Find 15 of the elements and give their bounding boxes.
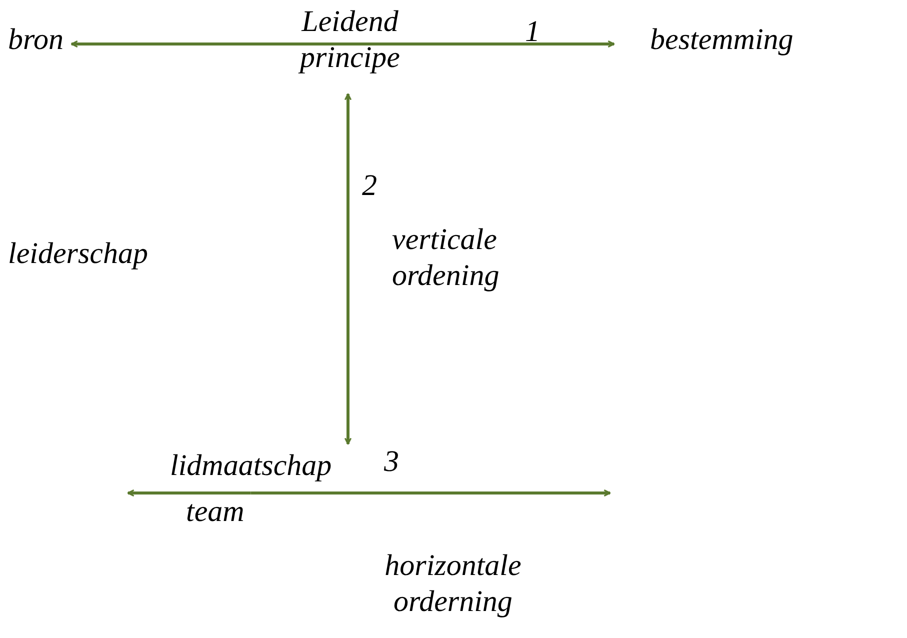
node-label: bestemming [650,22,794,58]
node-label: Leidend principe [255,4,445,76]
text-label: team [186,494,244,530]
double-arrow [127,489,251,497]
double-arrow [344,93,352,445]
text-label: verticale ordening [392,222,500,294]
node-label: lidmaatschap [170,448,332,484]
node-label: bron [8,22,64,58]
text-label: 2 [362,168,377,204]
text-label: 1 [525,14,540,50]
double-arrow [70,40,615,48]
text-label: 3 [384,444,399,480]
text-label: horizontale orderning [384,548,522,620]
double-arrow [250,489,611,497]
text-label: leiderschap [8,236,148,272]
